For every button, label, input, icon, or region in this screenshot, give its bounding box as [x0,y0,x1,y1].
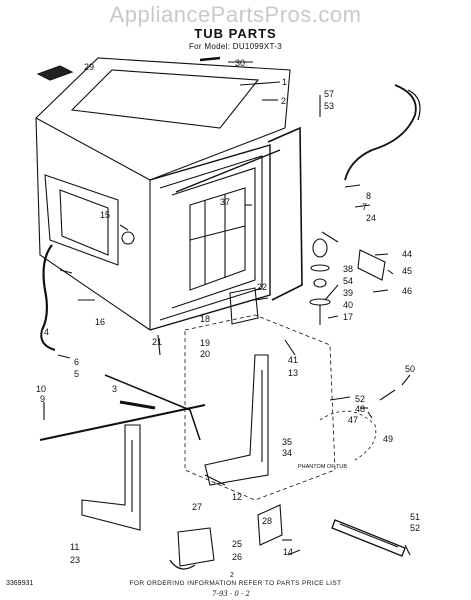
callout-3: 3 [112,384,117,394]
watermark: AppliancePartsPros.com [109,2,362,27]
callout-25: 25 [232,539,242,549]
callout-37: 37 [220,197,230,207]
callout-14: 14 [283,547,293,557]
phantom-of-tub-label: PHANTOM OF TUB [298,464,347,470]
callout-34: 34 [282,448,292,458]
callout-18: 18 [200,314,210,324]
callout-8: 8 [366,191,371,201]
callout-22: 22 [257,282,267,292]
callout-35: 35 [282,437,292,447]
callout-26: 26 [232,552,242,562]
callout-24: 24 [366,213,376,223]
callout-10: 10 [36,384,46,394]
callout-16: 16 [95,317,105,327]
callout-44: 44 [402,249,412,259]
page-title: TUB PARTS [194,26,277,41]
callout-53: 53 [324,101,334,111]
callout-52a: 52 [355,394,365,404]
callout-54: 54 [343,276,353,286]
callout-51: 51 [410,512,420,522]
callout-4: 4 [44,327,49,337]
tub-assembly [35,56,421,570]
callout-48: 48 [355,404,365,414]
callout-20: 20 [200,349,210,359]
ordering-footer: FOR ORDERING INFORMATION REFER TO PARTS … [129,580,342,587]
callout-7: 7 [362,202,367,212]
callout-6: 6 [74,357,79,367]
callout-49: 49 [383,434,393,444]
callout-21: 21 [152,337,162,347]
callout-38: 38 [343,264,353,274]
callout-23: 23 [70,555,80,565]
callout-11: 11 [70,542,79,552]
callout-2: 2 [281,96,286,106]
handwritten-note: 7-93 · 0 · 2 [212,590,250,598]
callout-13: 13 [288,368,298,378]
callout-1: 1 [282,77,287,87]
callout-28: 28 [262,516,272,526]
callout-40: 40 [343,300,353,310]
callout-12: 12 [232,492,242,502]
callout-15: 15 [100,210,110,220]
callout-57: 57 [324,89,334,99]
callout-29: 29 [84,62,94,72]
model-subtitle: For Model: DU1099XT-3 [188,42,282,51]
callout-9: 9 [40,394,45,404]
callout-27: 27 [192,502,202,512]
callout-19: 19 [200,338,210,348]
callout-17: 17 [343,312,353,322]
callout-45: 45 [402,266,412,276]
page-number: 2 [230,572,234,579]
callout-46: 46 [402,286,412,296]
part-callouts: 29 30 1 2 57 53 8 7 24 37 15 44 38 54 45… [36,58,420,565]
callout-52b: 52 [410,523,420,533]
callout-50: 50 [405,364,415,374]
callout-5: 5 [74,369,79,379]
document-number: 3369931 [6,580,34,587]
callout-41: 41 [288,355,298,365]
callout-47: 47 [348,415,358,425]
callout-39: 39 [343,288,353,298]
callout-30: 30 [235,58,245,68]
